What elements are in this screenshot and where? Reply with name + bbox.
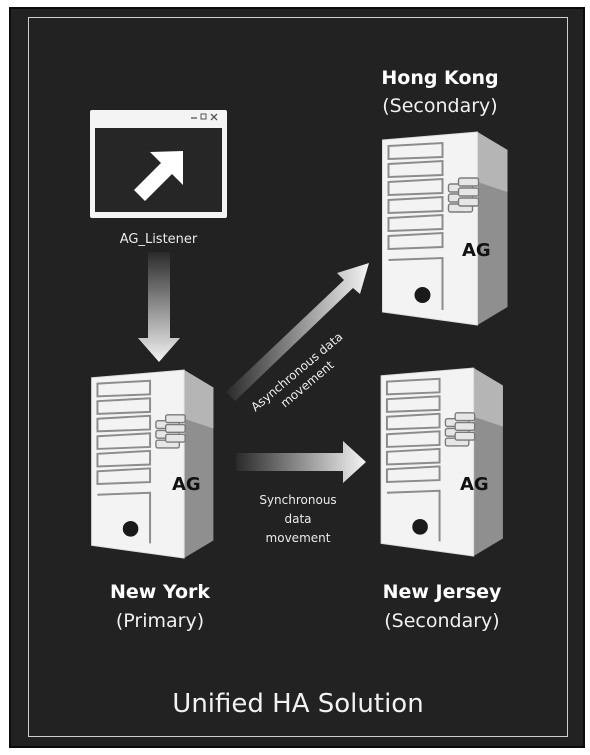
hong-kong-name: Hong Kong — [381, 67, 499, 89]
new-jersey-role: (Secondary) — [384, 610, 500, 632]
new-jersey-name: New Jersey — [382, 581, 502, 603]
listener-to-primary-arrow — [138, 252, 180, 362]
new-york-role: (Primary) — [115, 610, 205, 632]
listener-label: AG_Listener — [119, 232, 198, 247]
hong-kong-role: (Secondary) — [382, 95, 498, 117]
sync-label-line-3: movement — [265, 531, 331, 545]
server-hong-kong — [381, 130, 509, 327]
new-york-name: New York — [109, 581, 211, 603]
server-new-jersey — [380, 366, 504, 558]
ag-badge-hong-kong: AG — [462, 240, 491, 261]
footer-title: Unified HA Solution — [172, 689, 424, 719]
sync-label-line-2: data — [284, 512, 312, 526]
ag-badge-new-york: AG — [172, 474, 201, 495]
sync-label-line-1: Synchronous — [259, 493, 337, 507]
listener-window-icon — [90, 110, 227, 218]
sync-replication-arrow — [236, 441, 366, 483]
server-new-york — [90, 369, 215, 560]
inner-frame — [28, 17, 568, 737]
async-replication-arrow — [226, 263, 369, 401]
ag-badge-new-jersey: AG — [460, 474, 489, 495]
